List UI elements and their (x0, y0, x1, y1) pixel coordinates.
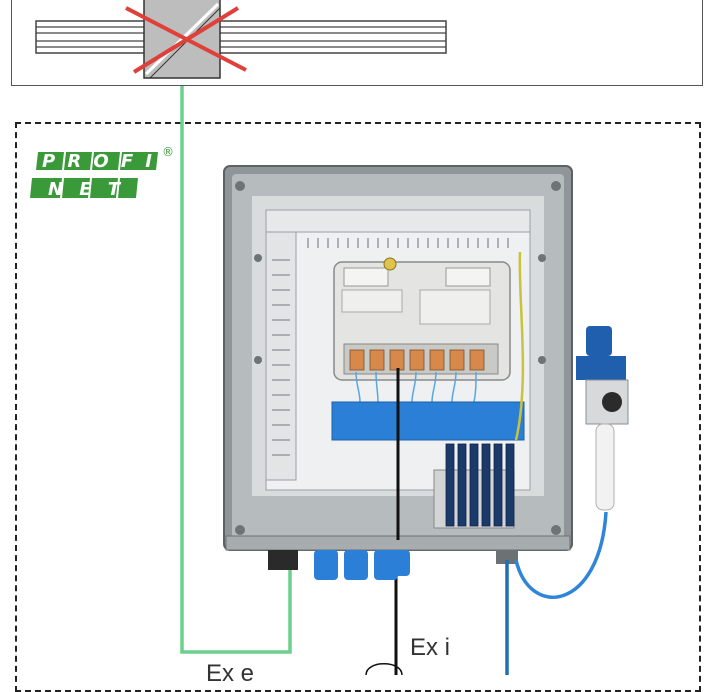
label-ex-i: Ex i (410, 634, 451, 661)
io-module (333, 257, 511, 381)
black-cable (394, 368, 400, 675)
air-filter-regulator (576, 326, 629, 511)
green-cable (180, 86, 292, 654)
cross-out-mark (125, 6, 247, 74)
label-ex-e: Ex e (206, 660, 255, 687)
din-rail (35, 20, 447, 54)
profinet-logo: PROFI NET ® (30, 145, 174, 200)
blue-cable-duct (331, 401, 525, 441)
registered-mark: ® (162, 145, 174, 159)
profinet-line1: PROFI (42, 151, 152, 172)
earth-wire (514, 251, 525, 441)
blue-air-hose (514, 511, 608, 599)
valve-terminal (433, 443, 515, 529)
profinet-line2: NET (48, 179, 122, 200)
diagram-canvas (35, 0, 629, 675)
cable-glands (268, 550, 518, 580)
